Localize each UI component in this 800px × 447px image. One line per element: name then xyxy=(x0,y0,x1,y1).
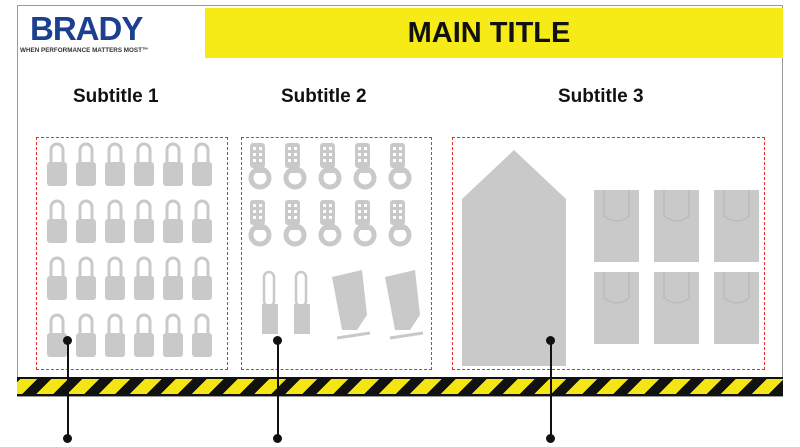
lockout-hasp-icon xyxy=(388,200,412,247)
breaker-lockout-icon xyxy=(385,270,424,340)
brand-name: BRADY xyxy=(30,10,143,47)
tag-holder-icon xyxy=(594,272,639,344)
padlock-icon xyxy=(134,313,154,357)
breaker-lockout-icon xyxy=(332,270,371,340)
lockout-hasp-icon xyxy=(283,143,307,190)
callout-line-2 xyxy=(277,340,279,438)
hazard-stripe xyxy=(17,377,783,396)
padlock-icon xyxy=(47,199,67,243)
tag-holder-icon xyxy=(594,190,639,262)
padlock-icon xyxy=(76,256,96,300)
tag-pocket-icon xyxy=(462,150,566,366)
padlock-icon xyxy=(163,313,183,357)
callout-dot-3 xyxy=(546,336,555,345)
padlock-icon xyxy=(192,313,212,357)
padlock-icon xyxy=(163,199,183,243)
callout-end-1 xyxy=(63,434,72,443)
subtitle-2: Subtitle 2 xyxy=(281,86,367,107)
scissor-hasp-icon xyxy=(262,270,278,334)
padlock-icon xyxy=(192,142,212,186)
padlock-icon xyxy=(47,142,67,186)
padlock-icon xyxy=(134,256,154,300)
callout-line-3 xyxy=(550,340,552,438)
zone-padlocks xyxy=(36,137,228,370)
title-banner: MAIN TITLE xyxy=(205,8,783,58)
lockout-hasp-icon xyxy=(318,143,342,190)
tag-holder-icon xyxy=(714,272,759,344)
padlock-icon xyxy=(105,313,125,357)
zone-tags xyxy=(452,137,765,370)
callout-end-3 xyxy=(546,434,555,443)
padlock-icon xyxy=(192,199,212,243)
callout-dot-1 xyxy=(63,336,72,345)
scissor-hasp-icon xyxy=(294,270,310,334)
main-title: MAIN TITLE xyxy=(407,16,571,49)
callout-line-1 xyxy=(67,340,69,438)
padlock-icon xyxy=(163,256,183,300)
padlock-icon xyxy=(134,142,154,186)
zone-hasps xyxy=(241,137,432,370)
padlock-icon xyxy=(105,142,125,186)
padlock-icon xyxy=(134,199,154,243)
subtitle-1: Subtitle 1 xyxy=(73,86,159,107)
subtitle-3: Subtitle 3 xyxy=(558,86,644,107)
brady-logo: BRADY WHEN PERFORMANCE MATTERS MOST™ xyxy=(20,9,205,59)
lockout-hasp-icon xyxy=(248,143,272,190)
callout-end-2 xyxy=(273,434,282,443)
brand-tagline: WHEN PERFORMANCE MATTERS MOST™ xyxy=(20,47,149,54)
lockout-hasp-icon xyxy=(318,200,342,247)
tag-holder-icon xyxy=(654,190,699,262)
padlock-icon xyxy=(163,142,183,186)
padlock-icon xyxy=(105,256,125,300)
lockout-hasp-icon xyxy=(283,200,307,247)
padlock-icon xyxy=(47,313,67,357)
lockout-hasp-icon xyxy=(353,143,377,190)
padlock-icon xyxy=(192,256,212,300)
tag-holder-icon xyxy=(714,190,759,262)
lockout-hasp-icon xyxy=(388,143,412,190)
tag-holder-icon xyxy=(654,272,699,344)
callout-dot-2 xyxy=(273,336,282,345)
lockout-hasp-icon xyxy=(248,200,272,247)
padlock-icon xyxy=(47,256,67,300)
padlock-icon xyxy=(76,199,96,243)
padlock-icon xyxy=(105,199,125,243)
lockout-hasp-icon xyxy=(353,200,377,247)
padlock-icon xyxy=(76,142,96,186)
padlock-icon xyxy=(76,313,96,357)
